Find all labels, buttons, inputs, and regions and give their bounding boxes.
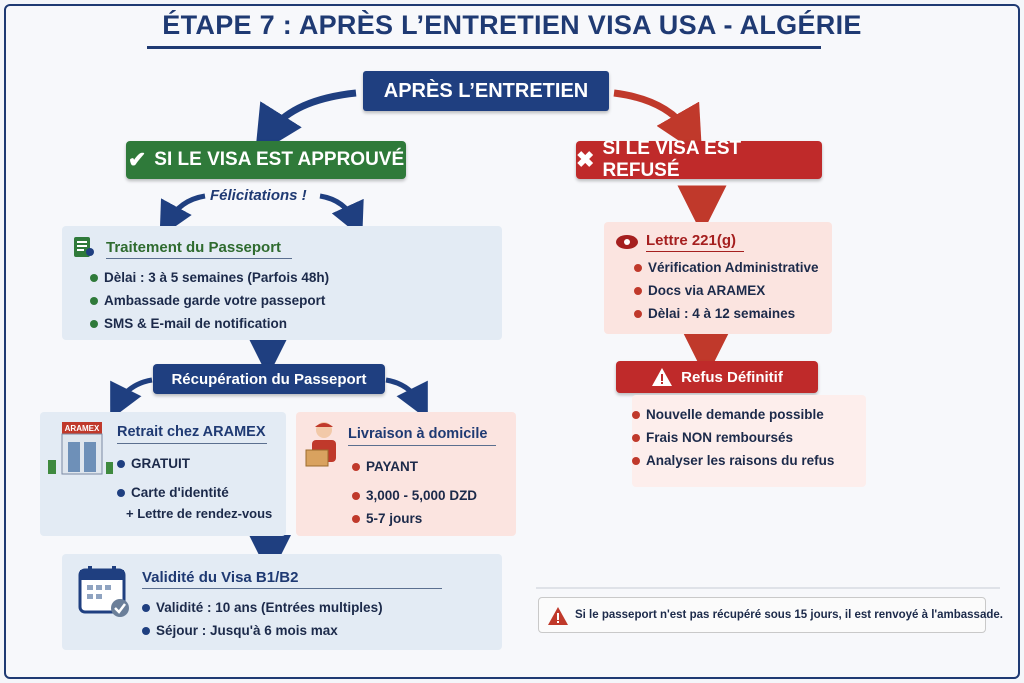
refused-banner: ✖ SI LE VISA EST REFUSÉ [576,138,822,181]
courier-icon [305,422,336,467]
list-item: Analyser les raisons du refus [632,449,834,472]
passport-recovery-box: Récupération du Passeport [153,364,385,394]
list-item: PAYANT [352,455,477,478]
list-item: Ambassade garde votre passeport [90,289,329,312]
refused-label: SI LE VISA EST REFUSÉ [602,138,742,181]
final-refusal-label: Refus Définitif [681,368,783,386]
letter-221g-panel: Lettre 221(g) Vérification Administrativ… [604,222,832,334]
visa-validity-panel: Validité du Visa B1/B2 Validité : 10 ans… [62,554,502,650]
arrow-congrats-right [319,193,364,238]
after-interview-box: APRÈS L’ENTRETIEN [363,71,609,111]
letter-list: Vérification Administrative Docs via ARA… [634,256,819,325]
list-item: Vérification Administrative [634,256,819,279]
after-interview-label: APRÈS L’ENTRETIEN [383,79,589,102]
recovery-label: Récupération du Passeport [171,370,367,388]
list-item: Frais NON remboursés [632,426,834,449]
aramex-store-icon: ARAMEX [48,422,113,475]
passport-processing-panel: Traitement du Passeport Dèlai : 3 à 5 se… [62,226,502,340]
list-item: Dèlai : 3 à 5 semaines (Parfois 48h) [90,266,329,289]
processing-title: Traitement du Passeport [106,239,282,256]
arrow-recovery-left [110,377,153,420]
page-title: ÉTAPE 7 : APRÈS L’ENTRETIEN VISA USA - A… [162,10,862,40]
aramex-sign: ARAMEX [65,424,100,433]
final-refusal-panel: Nouvelle demande possible Frais NON remb… [632,395,866,487]
final-refusal-box: Refus Définitif [616,361,818,393]
title-underline [147,46,821,49]
warning-icon [652,368,673,386]
warning-icon [548,607,568,625]
validity-list: Validité : 10 ans (Entrées multiples) Sé… [142,596,383,642]
pickup-notice: Si le passeport n'est pas récupéré sous … [538,597,1003,633]
list-item: SMS & E-mail de notification [90,312,329,335]
cross-icon: ✖ [576,147,595,172]
calendar-icon [78,566,129,617]
validity-title: Validité du Visa B1/B2 [142,569,299,586]
letter-title: Lettre 221(g) [646,232,737,249]
aramex-title: Retrait chez ARAMEX [117,424,266,440]
arrow-recovery-right [385,377,428,420]
congrats-text: Félicitations ! [210,187,307,204]
delivery-title: Livraison à domicile [348,426,488,442]
list-item: Carte d'identité [117,481,229,504]
check-icon: ✔ [127,147,147,172]
aramex-list: GRATUIT Carte d'identité [117,452,229,504]
delivery-list: PAYANT 3,000 - 5,000 DZD 5-7 jours [352,455,477,530]
list-item: Validité : 10 ans (Entrées multiples) [142,596,383,619]
list-item: Dèlai : 4 à 12 semaines [634,302,819,325]
list-item: GRATUIT [117,452,229,475]
list-item: 3,000 - 5,000 DZD [352,484,477,507]
approved-banner: ✔ SI LE VISA EST APPROUVÉ [126,141,406,179]
aramex-pickup-panel: ARAMEX Retrait chez ARAMEX GRATUIT Carte… [40,412,286,536]
list-item: Séjour : Jusqu'à 6 mois max [142,619,383,642]
list-item: Docs via ARAMEX [634,279,819,302]
warning-bell-icon [616,235,638,249]
list-item: Nouvelle demande possible [632,403,834,426]
final-refusal-list: Nouvelle demande possible Frais NON remb… [632,403,834,472]
arrow-congrats-left [159,193,206,238]
arrow-to-approved [254,89,357,156]
arrow-to-refused [613,89,703,157]
aramex-note: + Lettre de rendez-vous [126,506,273,521]
document-icon [74,237,94,257]
home-delivery-panel: Livraison à domicile PAYANT 3,000 - 5,00… [296,412,516,536]
processing-list: Dèlai : 3 à 5 semaines (Parfois 48h) Amb… [90,266,329,335]
list-item: 5-7 jours [352,507,477,530]
approved-label: SI LE VISA EST APPROUVÉ [154,149,405,170]
notice-text: Si le passeport n'est pas récupéré sous … [575,609,1003,621]
